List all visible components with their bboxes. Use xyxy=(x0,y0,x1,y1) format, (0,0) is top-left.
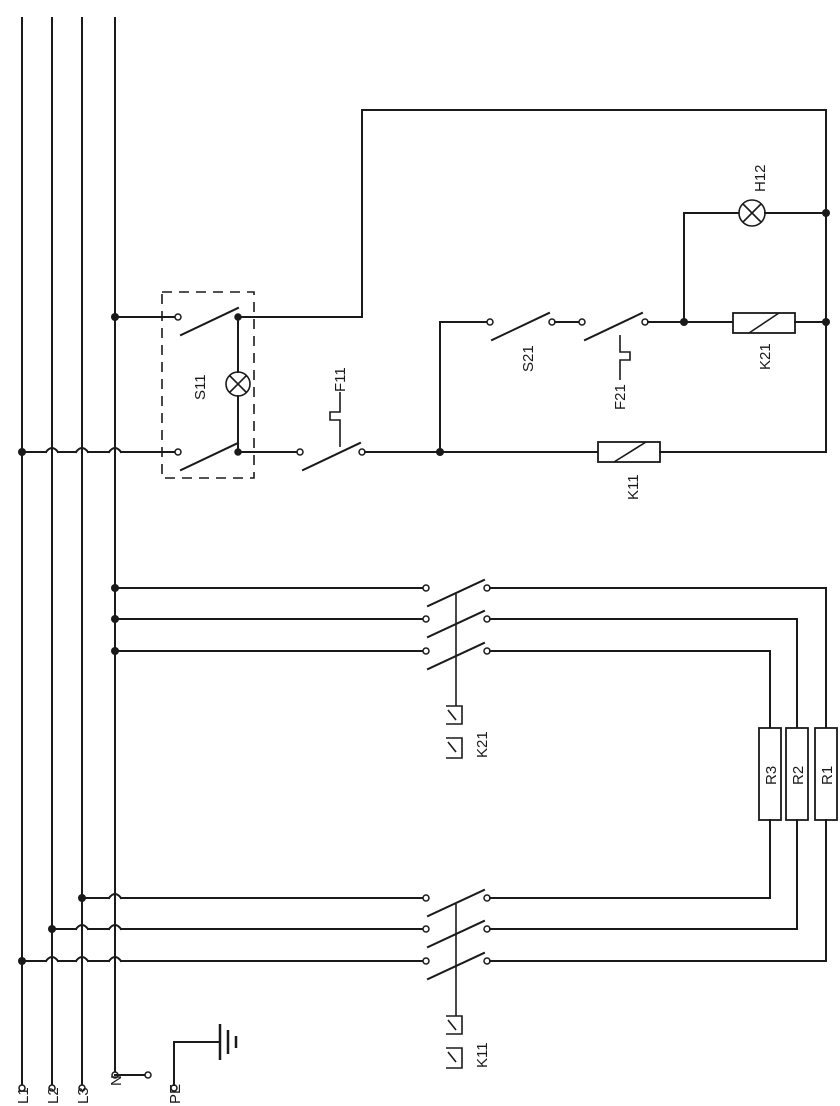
bus-labels: L1 L2 L3 N PE xyxy=(15,1075,184,1104)
f21-label: F21 xyxy=(612,384,629,410)
earth-ground xyxy=(170,1024,238,1092)
control-circuit: S11 F11 K11 S21 F21 xyxy=(18,109,830,500)
label-l1: L1 xyxy=(15,1087,32,1104)
k21-coil-label: K21 xyxy=(757,343,774,370)
power-circuit-k21: K21 xyxy=(111,578,827,759)
s11-contact-terminal xyxy=(174,448,182,456)
r2-label: R2 xyxy=(790,766,807,785)
s21-label: S21 xyxy=(520,345,537,372)
power-circuit-k11: K11 xyxy=(18,819,827,1069)
label-n: N xyxy=(108,1075,125,1086)
f21-thermal-icon xyxy=(619,335,631,380)
bus-lines xyxy=(18,17,152,1092)
s11-enclosure xyxy=(161,291,255,479)
h12-label: H12 xyxy=(752,164,769,192)
label-l2: L2 xyxy=(45,1087,62,1104)
k21-actuator-icon xyxy=(446,705,463,725)
label-l3: L3 xyxy=(75,1087,92,1104)
r3-label: R3 xyxy=(763,766,780,785)
resistors: R3 R2 R1 xyxy=(758,727,838,821)
s11-label: S11 xyxy=(192,374,209,400)
k11-contactor-label: K11 xyxy=(474,1042,491,1068)
r1-label: R1 xyxy=(819,766,836,785)
k21-contactor-label: K21 xyxy=(474,731,491,758)
f11-thermal-icon xyxy=(329,392,341,447)
k11-actuator-icon xyxy=(446,1015,463,1035)
k11-coil-label: K11 xyxy=(625,474,642,500)
f11-label: F11 xyxy=(332,367,349,392)
